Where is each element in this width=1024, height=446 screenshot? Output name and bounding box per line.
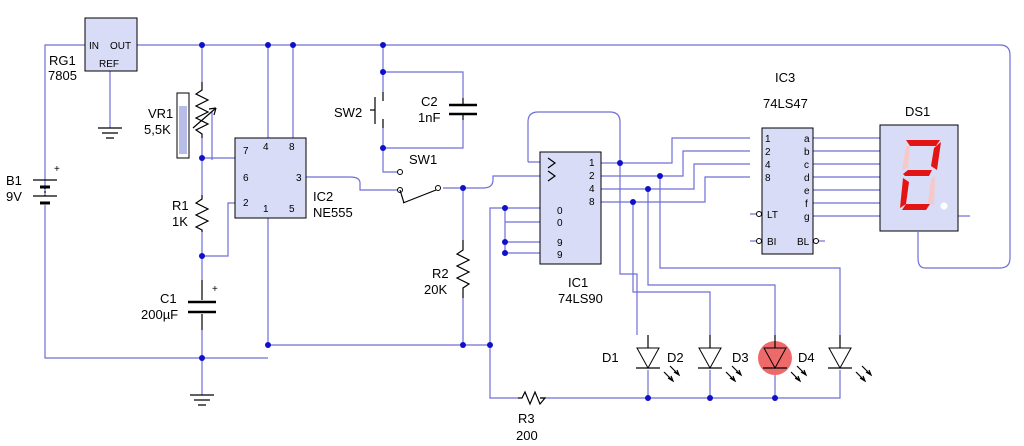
ic2-ref-label: IC2	[313, 189, 333, 204]
capacitor-c2: C2 1nF	[418, 94, 477, 125]
ic2-pin-label: 4	[263, 142, 269, 153]
r2-value-label: 20K	[424, 282, 447, 297]
capacitor-c1: + C1 200µF	[141, 280, 218, 330]
display-ds1: DS1	[879, 104, 959, 232]
ic3-pin-label: 4	[765, 160, 771, 171]
ic3-lt-pin: LT	[767, 210, 778, 221]
ic3-pin-label: d	[804, 173, 810, 184]
ic3-pin-label: c	[804, 160, 809, 171]
rg1-in-pin: IN	[89, 41, 99, 52]
ic1-pin-label: 9	[557, 250, 563, 261]
sw1-ref-label: SW1	[409, 152, 437, 167]
ic3-pin-label: a	[804, 134, 810, 145]
ic3-pin-label: b	[804, 147, 810, 158]
c1-value-label: 200µF	[141, 307, 178, 322]
d3-ref-label: D3	[732, 350, 749, 365]
c1-ref-label: C1	[160, 291, 177, 306]
battery-b1: + B1 9V	[6, 164, 60, 205]
ic2-pin-label: 8	[289, 142, 295, 153]
ic1-pin-label: 4	[589, 184, 595, 195]
potentiometer-vr1: VR1 5,5K	[144, 82, 217, 159]
segment-d	[902, 204, 930, 210]
r3-value-label: 200	[516, 428, 538, 443]
ground-symbol	[98, 127, 122, 139]
ic3-pin-label: f	[805, 199, 808, 210]
ic2-pin-label: 7	[243, 146, 249, 157]
d1-ref-label: D1	[602, 350, 619, 365]
c2-value-label: 1nF	[418, 110, 440, 125]
r1-value-label: 1K	[172, 214, 188, 229]
ic3-74ls47: 1 2 4 8 LT BI BL a b c d e f g IC3 74LS4…	[756, 70, 819, 255]
led-d1: D1	[602, 335, 681, 383]
d2-ref-label: D2	[667, 350, 684, 365]
junctions	[199, 42, 778, 401]
ic3-ref-label: IC3	[775, 70, 795, 85]
ic1-74ls90: 0 0 9 9 1 2 4 8 IC1 74LS90	[539, 151, 603, 306]
resistor-r1: R1 1K	[172, 195, 210, 232]
ic2-pin-label: 6	[243, 173, 249, 184]
led-d3: D3	[732, 335, 808, 383]
b1-value-label: 9V	[6, 189, 22, 204]
ic2-pin-label: 1	[263, 204, 269, 215]
rg1-ref-pin: REF	[99, 59, 119, 70]
ground-symbol	[190, 394, 214, 406]
ic2-ne555: 7 4 8 6 3 2 1 5 IC2 NE555	[234, 137, 353, 220]
ic1-pin-label: 1	[589, 158, 595, 169]
sw2-ref-label: SW2	[334, 105, 362, 120]
r1-ref-label: R1	[172, 198, 189, 213]
resistor-r2: R2 20K	[424, 240, 471, 298]
r3-ref-label: R3	[518, 411, 535, 426]
ic1-value-label: 74LS90	[558, 291, 603, 306]
ic1-pin-label: 0	[557, 206, 563, 217]
ic2-value-label: NE555	[313, 205, 353, 220]
ic1-pin-label: 8	[589, 197, 595, 208]
segment-e	[900, 178, 909, 208]
ic3-pin-label: 2	[765, 147, 771, 158]
ic3-pin-label: 1	[765, 134, 771, 145]
resistor-r3: R3 200	[516, 390, 547, 443]
ic1-pin-label: 9	[557, 238, 563, 249]
ic3-value-label: 74LS47	[763, 96, 808, 111]
c2-ref-label: C2	[421, 94, 438, 109]
segment-g	[903, 170, 932, 176]
d4-ref-label: D4	[798, 350, 815, 365]
ic3-pin-label: 8	[765, 173, 771, 184]
rg1-value-label: 7805	[48, 68, 77, 83]
ic3-bi-pin: BI	[767, 237, 776, 248]
ic3-pin-label: e	[804, 186, 810, 197]
battery-plus-sign: +	[54, 164, 60, 175]
led-d2: D2	[667, 335, 743, 383]
vr1-ref-label: VR1	[148, 106, 173, 121]
regulator-rg1: IN OUT REF RG1 7805	[48, 17, 138, 83]
vr1-value-label: 5,5K	[144, 122, 171, 137]
ds1-ref-label: DS1	[905, 104, 930, 119]
segment-a	[906, 140, 940, 146]
switch-sw1[interactable]: SW1	[397, 152, 441, 204]
rg1-ref-label: RG1	[49, 53, 76, 68]
c1-plus-sign: +	[212, 284, 218, 295]
ic3-pin-label: g	[804, 212, 810, 223]
r2-ref-label: R2	[432, 266, 449, 281]
ic1-pin-label: 0	[557, 218, 563, 229]
ic1-pin-label: 2	[589, 171, 595, 182]
ic2-pin-label: 2	[243, 198, 249, 209]
ic1-ref-label: IC1	[568, 275, 588, 290]
rg1-out-pin: OUT	[110, 41, 131, 52]
ic2-pin-label: 5	[289, 204, 295, 215]
segment-b	[931, 142, 941, 170]
ic3-bl-pin: BL	[797, 237, 810, 248]
wires	[44, 44, 1011, 399]
ic2-pin-label: 3	[296, 173, 302, 184]
led-d4: D4	[798, 335, 873, 383]
b1-ref-label: B1	[6, 173, 22, 188]
pushbutton-sw2: SW2	[334, 92, 384, 128]
